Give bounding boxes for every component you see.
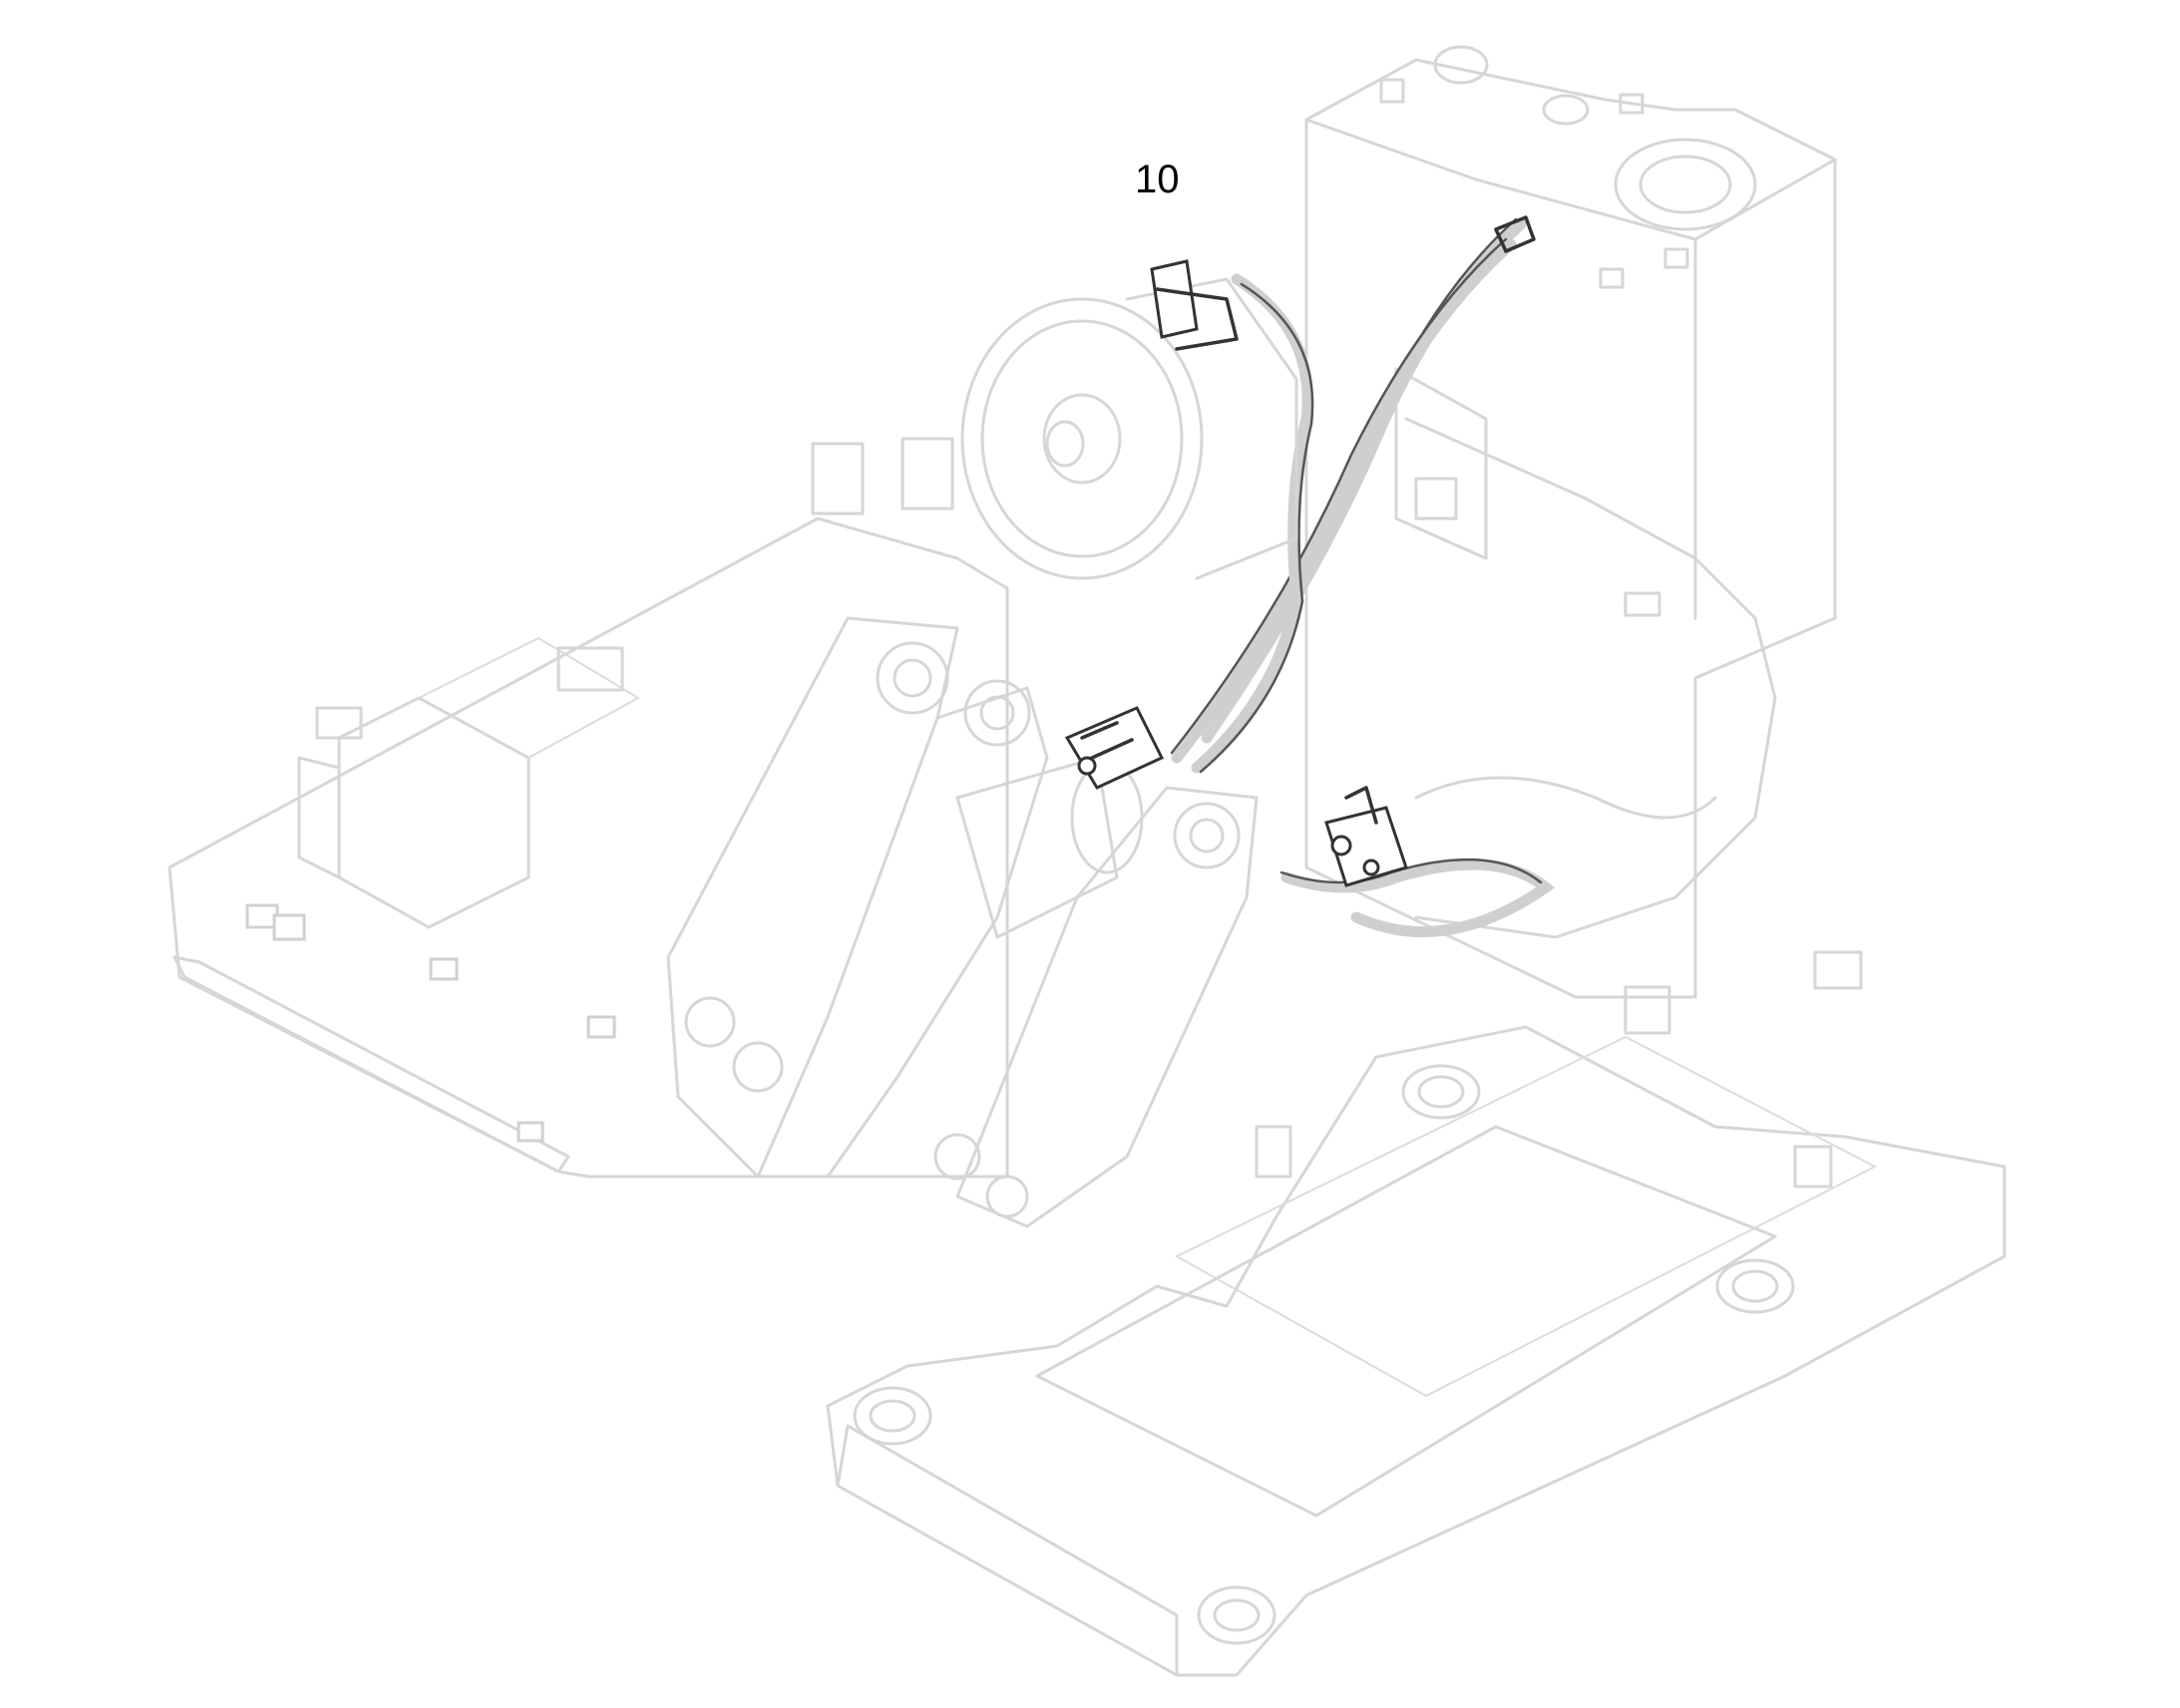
lower-frame-front <box>826 1025 2006 1677</box>
hydraulic-tank <box>1304 45 1837 999</box>
boom-mount-bracket <box>666 616 1259 1228</box>
hydraulic-hose-assembly <box>1170 215 1556 937</box>
callout-label-10: 10 <box>1135 158 1180 201</box>
pump-motor-unit <box>960 259 1298 580</box>
upper-frame-left-deck <box>168 437 1009 1179</box>
valve-block <box>1324 786 1408 887</box>
manifold-fittings <box>1064 706 1165 790</box>
right-frame-housing <box>1394 367 1863 1035</box>
